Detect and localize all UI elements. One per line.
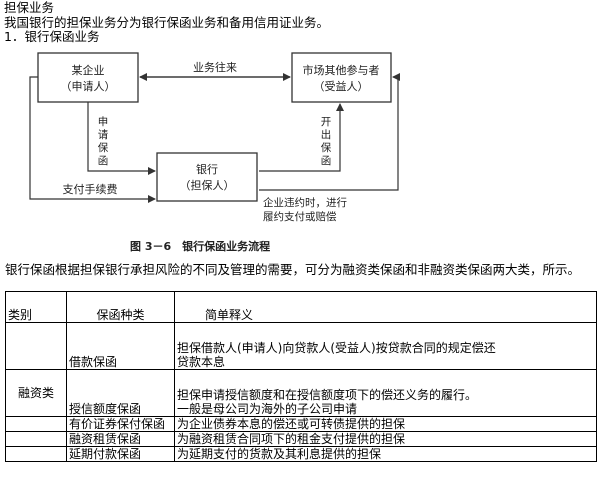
applicant-name: 某企业 [72,63,105,77]
apply-guarantee-arrow [87,102,156,175]
issue-label-2: 出 [321,128,332,141]
apply-label-3: 保 [98,141,109,154]
table-row: 融资类 授信额度保函 担保申请授信额度和在授信额度项下的偿还义务的履行。 一般是… [5,369,597,417]
figure-caption: 图 3－6 银行保函业务流程 [130,239,270,253]
issue-label-1: 开 [321,116,332,128]
issue-label-3: 保 [321,141,332,154]
row-category-empty [5,416,67,432]
apply-label-4: 函 [98,155,109,167]
guarantee-types-table: 类别 保函种类 简单释义 借款保函 担保借款人(申请人)向贷款人(受益人)按贷款… [5,291,597,462]
classification-paragraph: 银行保函根据担保银行承担风险的不同及管理的需要，可分为融资类保函和非融资类保函两… [5,262,581,277]
row-explanation: 担保申请授信额度和在授信额度项下的偿还义务的履行。 一般是母公司为海外的子公司申… [174,369,597,417]
table-row: 延期付款保函 为延期支付的货款及其利息提供的担保 [5,446,597,462]
row-type: 融资租赁保函 [66,431,175,447]
apply-label-2: 请 [98,128,109,141]
explanation-line: 一般是母公司为海外的子公司申请 [177,402,358,416]
applicant-role: （申请人） [61,80,116,93]
fee-arrow [29,76,156,203]
explanation-line: 担保申请授信额度和在授信额度项下的偿还义务的履行。 [177,388,478,402]
business-label: 业务往来 [193,60,237,74]
row-category-empty [5,446,67,462]
explanation-line: 担保借款人(申请人)向贷款人(受益人)按贷款合同的规定偿还 [177,341,496,355]
table-row: 借款保函 担保借款人(申请人)向贷款人(受益人)按贷款合同的规定偿还 贷款本息 [5,322,597,370]
beneficiary-name: 市场其他参与者 [303,63,380,77]
bank-box [156,152,258,202]
row-explanation: 担保借款人(申请人)向贷款人(受益人)按贷款合同的规定偿还 贷款本息 [174,322,597,370]
bank-name: 银行 [196,162,218,176]
row-category: 融资类 [5,369,67,417]
beneficiary-role: （受益人） [314,79,369,93]
row-explanation: 为延期支付的货款及其利息提供的担保 [174,446,597,462]
row-explanation: 为融资租赁合同项下的租金支付提供的担保 [174,431,597,447]
section-heading: 1．银行保函业务 [4,29,100,44]
beneficiary-box [291,52,392,103]
row-explanation: 为企业债券本息的偿还或可转债提供的担保 [174,416,597,432]
issue-guarantee-arrow [259,103,344,172]
intro-text: 我国银行的担保业务分为银行保函业务和备用信用证业务。 [4,15,330,30]
table-row: 有价证券保付保函 为企业债券本息的偿还或可转债提供的担保 [5,416,597,432]
default-label-2: 履约支付或赔偿 [263,210,337,223]
header-category: 类别 [5,291,67,323]
page-title: 担保业务 [4,0,55,15]
apply-label-1: 申 [98,115,109,128]
explanation-line: 贷款本息 [177,355,226,369]
issue-label-4: 函 [321,155,332,167]
bank-guarantee-flow-diagram: 某企业 （申请人） 市场其他参与者 （受益人） 银行 （担保人） 业务往来 申 … [29,52,400,253]
applicant-box [37,52,139,103]
default-payment-arrow [259,73,400,191]
default-label-1: 企业违约时，进行 [263,196,347,209]
fee-label: 支付手续费 [63,182,118,196]
header-type: 保函种类 [66,291,175,323]
row-type: 授信额度保函 [66,369,175,417]
row-category-empty [5,322,67,370]
table-row: 融资租赁保函 为融资租赁合同项下的租金支付提供的担保 [5,431,597,447]
header-explanation: 简单释义 [174,291,597,323]
row-category-empty [5,431,67,447]
row-type: 有价证券保付保函 [66,416,175,432]
bank-role: （担保人） [180,178,235,192]
table-header-row: 类别 保函种类 简单释义 [5,291,597,323]
row-type: 借款保函 [66,322,175,370]
row-type: 延期付款保函 [66,446,175,462]
